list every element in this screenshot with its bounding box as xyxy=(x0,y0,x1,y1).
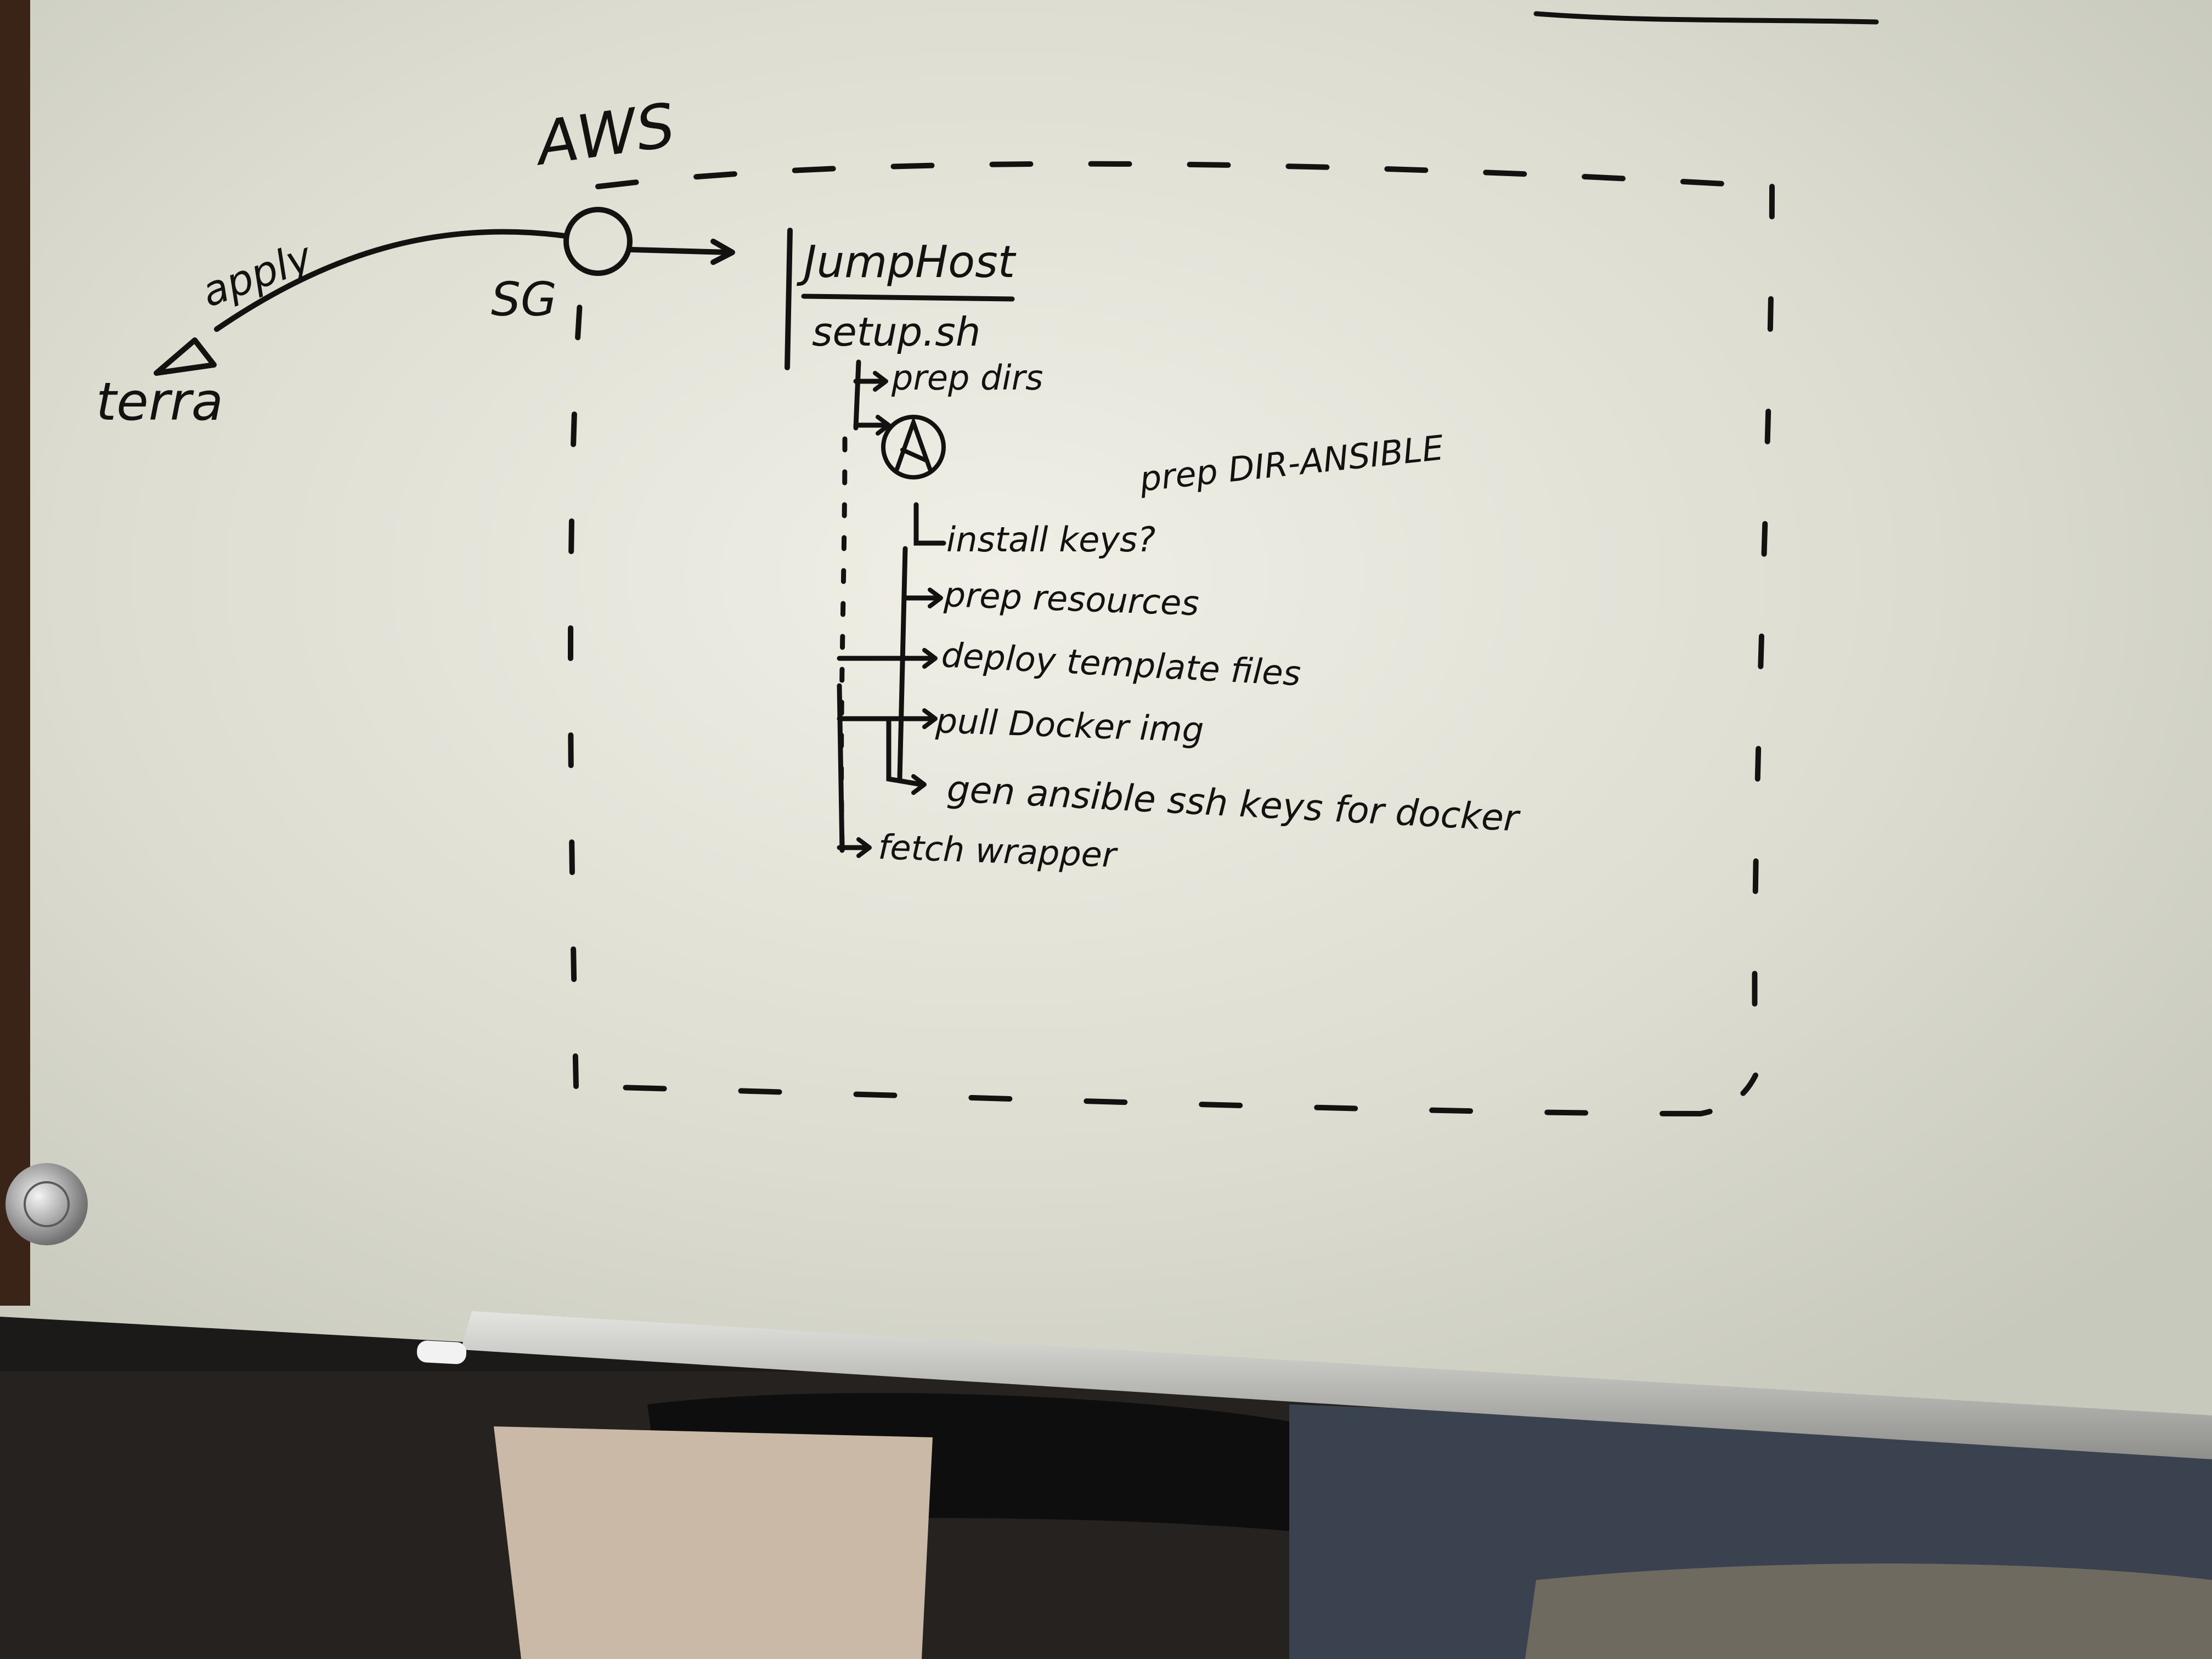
step-fetch-wrapper: fetch wrapper xyxy=(877,827,1119,875)
step-pull-docker-img: pull Docker img xyxy=(934,701,1204,750)
jumphost-bar xyxy=(785,228,793,370)
left-frame-edge xyxy=(0,0,30,1306)
step-prep-dirs: prep dirs xyxy=(891,358,1043,398)
security-group-node xyxy=(563,207,633,276)
marker-tray xyxy=(461,1311,2212,1459)
step-connectors xyxy=(837,359,946,853)
jumphost-underline xyxy=(801,294,1015,302)
terra-label: terra xyxy=(96,372,223,432)
jumphost-title: JumpHost xyxy=(796,236,1017,287)
sg-to-jumphost-arrow xyxy=(628,247,732,255)
step-install-keys: install keys? xyxy=(946,520,1155,560)
top-scribble xyxy=(1533,11,1879,25)
terra-icon xyxy=(154,337,217,376)
apply-arrow xyxy=(214,229,568,332)
whiteboard xyxy=(0,0,2212,1437)
aws-boundary xyxy=(568,161,1775,1116)
mounting-knob xyxy=(5,1163,88,1245)
step-prep-resources: prep resources xyxy=(943,574,1200,623)
ansible-icon xyxy=(881,415,946,479)
setup-script-label: setup.sh xyxy=(812,309,980,355)
step-arrowheads xyxy=(856,371,943,858)
sg-label: SG xyxy=(491,273,557,327)
marker-cap xyxy=(416,1340,467,1364)
